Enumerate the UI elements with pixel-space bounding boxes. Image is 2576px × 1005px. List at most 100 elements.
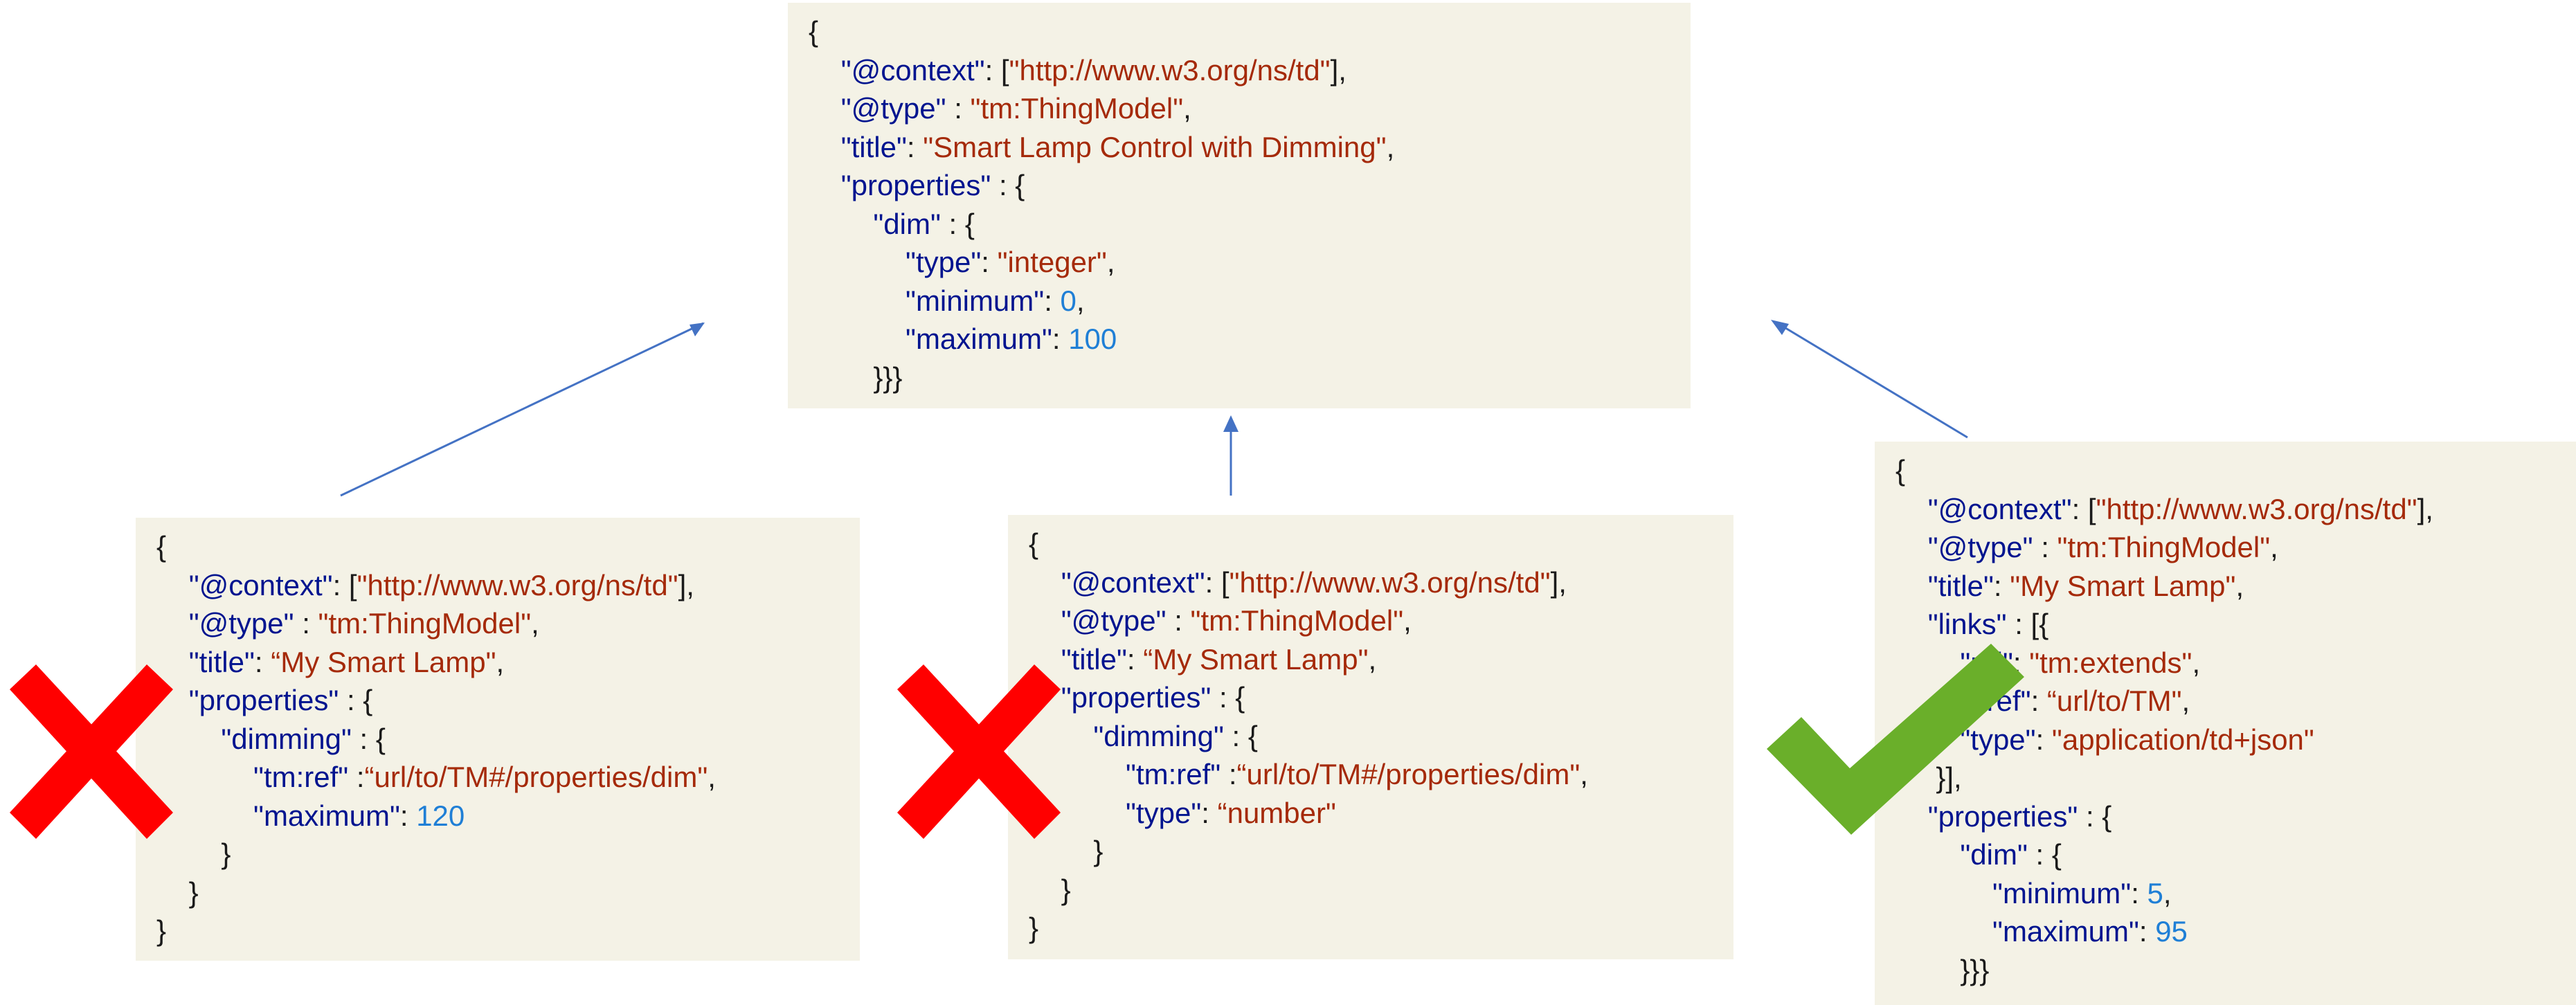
- json-key: "minimum": [906, 284, 1045, 317]
- code-line: "properties" : {: [1895, 797, 2433, 836]
- json-punctuation: :: [2131, 876, 2147, 909]
- json-string-value: "tm:ThingModel": [970, 92, 1184, 125]
- json-punctuation: ,: [1403, 604, 1412, 637]
- json-number-value: 0: [1060, 284, 1077, 317]
- json-punctuation: : {: [2027, 838, 2062, 871]
- code-line: }: [1029, 871, 1588, 909]
- code-line: "@type" : "tm:ThingModel",: [156, 604, 716, 643]
- json-key: "@type": [1061, 604, 1167, 637]
- code-line: "@context": ["http://www.w3.org/ns/td"],: [1895, 490, 2433, 529]
- json-punctuation: :: [946, 92, 971, 125]
- json-key: "dim": [873, 207, 941, 240]
- code-line: {: [1029, 525, 1588, 563]
- code-line: "tm:ref" :“url/to/TM#/properties/dim",: [156, 758, 716, 797]
- json-key: "@context": [1061, 565, 1205, 599]
- json-key: "maximum": [253, 799, 400, 832]
- code-line: "properties" : {: [1029, 678, 1588, 717]
- code-line: "rel": "tm:extends",: [1895, 644, 2433, 682]
- json-string-value: "tm:extends": [2029, 646, 2192, 679]
- json-string-value: “My Smart Lamp": [271, 645, 496, 678]
- code-line: }: [156, 912, 716, 950]
- json-key: "@context": [188, 568, 333, 601]
- code-line: "@context": ["http://www.w3.org/ns/td"],: [156, 566, 716, 605]
- json-punctuation: :: [2012, 646, 2030, 679]
- json-punctuation: }: [156, 876, 199, 909]
- json-punctuation: ,: [1368, 642, 1377, 676]
- json-punctuation: }}}: [809, 361, 903, 394]
- left-thing-model-code: { "@context": ["http://www.w3.org/ns/td"…: [156, 527, 716, 950]
- json-punctuation: ,: [708, 761, 716, 793]
- json-key: "tm:ref": [1126, 758, 1221, 790]
- json-string-value: “url/to/TM#/properties/dim": [364, 761, 708, 793]
- json-key: "type": [906, 246, 982, 278]
- json-punctuation: {: [1895, 454, 1906, 487]
- json-punctuation: ,: [2163, 876, 2172, 909]
- json-punctuation: : {: [1223, 719, 1258, 752]
- code-line: "maximum": 95: [1895, 912, 2433, 951]
- json-punctuation: ],: [1330, 53, 1346, 87]
- code-line: }: [1029, 832, 1588, 871]
- cross-mark-icon: [10, 664, 173, 839]
- json-string-value: “My Smart Lamp": [1143, 642, 1369, 676]
- json-key: "type": [1126, 796, 1202, 829]
- code-line: }],: [1895, 759, 2433, 797]
- json-punctuation: ,: [1386, 130, 1395, 163]
- json-punctuation: ,: [1106, 246, 1115, 278]
- code-line: "title": "My Smart Lamp",: [1895, 567, 2433, 606]
- json-punctuation: ,: [2235, 569, 2244, 602]
- json-punctuation: ],: [1550, 565, 1567, 599]
- json-key: "type": [1960, 723, 2036, 756]
- json-key: "dimming": [1093, 719, 1224, 752]
- cross-mark-icon: [897, 664, 1061, 839]
- json-key: "title": [1061, 642, 1127, 676]
- json-punctuation: }}}: [1895, 953, 1990, 986]
- code-line: "links" : [{: [1895, 605, 2433, 644]
- json-string-value: "tm:ThingModel": [2057, 531, 2271, 563]
- arrow-left-to-parent: [340, 322, 705, 497]
- json-punctuation: : {: [339, 684, 373, 716]
- json-punctuation: ,: [2181, 685, 2190, 717]
- json-punctuation: ,: [531, 607, 539, 640]
- json-key: "@type": [1927, 531, 2033, 563]
- code-line: "maximum": 100: [809, 320, 1394, 359]
- json-punctuation: {: [809, 15, 819, 48]
- json-string-value: "http://www.w3.org/ns/td": [357, 568, 678, 601]
- json-punctuation: : [: [984, 53, 1009, 87]
- code-line: {: [809, 12, 1394, 51]
- json-punctuation: :: [981, 246, 998, 278]
- json-key: "properties": [188, 684, 339, 716]
- json-punctuation: : {: [1211, 681, 1245, 714]
- json-punctuation: :: [1201, 796, 1218, 829]
- code-line: }}}: [1895, 951, 2433, 990]
- code-line: "type": “number": [1029, 794, 1588, 833]
- json-number-value: 95: [2155, 915, 2188, 948]
- code-line: "dimming" : {: [156, 720, 716, 759]
- right-thing-model-code: { "@context": ["http://www.w3.org/ns/td"…: [1895, 451, 2433, 989]
- json-key: "maximum": [1992, 915, 2139, 948]
- json-punctuation: :: [1221, 758, 1237, 790]
- json-string-value: "tm:ThingModel": [1190, 604, 1404, 637]
- json-punctuation: }: [1029, 912, 1039, 944]
- code-line: "type": "integer",: [809, 243, 1394, 282]
- json-key: "title": [188, 645, 255, 678]
- json-key: "dimming": [221, 722, 352, 755]
- json-punctuation: }: [156, 914, 167, 947]
- json-punctuation: ,: [1580, 758, 1588, 790]
- json-punctuation: ,: [2192, 646, 2201, 679]
- check-mark-icon: [1767, 644, 2024, 835]
- json-number-value: 120: [416, 799, 465, 832]
- code-line: "@context": ["http://www.w3.org/ns/td"],: [809, 51, 1394, 90]
- code-line: "title": "Smart Lamp Control with Dimmin…: [809, 128, 1395, 167]
- json-string-value: “url/to/TM#/properties/dim": [1236, 758, 1580, 790]
- json-key: "properties": [1927, 799, 2078, 833]
- json-key: "title": [1927, 569, 1994, 602]
- code-line: "type": "application/td+json": [1895, 721, 2433, 759]
- code-line: "dim" : {: [809, 205, 1394, 244]
- json-punctuation: }],: [1895, 761, 1962, 794]
- json-punctuation: :: [1044, 284, 1061, 317]
- json-punctuation: }: [156, 838, 231, 870]
- json-punctuation: : [: [2071, 492, 2096, 525]
- json-punctuation: ,: [2270, 531, 2278, 563]
- middle-thing-model-box: { "@context": ["http://www.w3.org/ns/td"…: [1008, 515, 1733, 959]
- json-string-value: "My Smart Lamp": [2010, 569, 2236, 602]
